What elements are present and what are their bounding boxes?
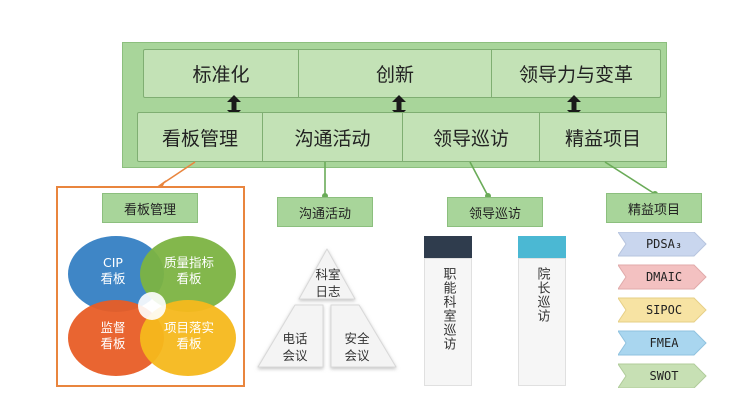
lean-tool-fmea: FMEA bbox=[649, 336, 679, 350]
lean-chevrons bbox=[618, 232, 707, 388]
kanban-title: 看板管理 bbox=[102, 193, 198, 223]
petal-supervision-label: 监督 看板 bbox=[70, 300, 156, 372]
lean-tool-pdsa: PDSA₃ bbox=[645, 237, 683, 251]
kanban-connector bbox=[161, 161, 196, 185]
cell-comms: 沟通活动 bbox=[263, 113, 403, 161]
comms-item-phone: 电话 会议 bbox=[278, 330, 312, 364]
patrol-label-functional: 职能科室巡访 bbox=[440, 267, 456, 351]
patrol-bar-cap bbox=[518, 236, 566, 258]
cell-patrol: 领导巡访 bbox=[403, 113, 540, 161]
comms-item-safety: 安全 会议 bbox=[340, 330, 374, 364]
cell-lean: 精益项目 bbox=[564, 127, 641, 150]
patrol-title: 领导巡访 bbox=[447, 197, 543, 227]
petal-text: 项目落实 看板 bbox=[163, 320, 214, 351]
tri-left bbox=[257, 304, 324, 368]
tri-top bbox=[298, 248, 356, 300]
lean-title: 精益项目 bbox=[606, 193, 702, 223]
cell-leadership-change: 领导力与变革 bbox=[518, 64, 633, 86]
comms-triangle bbox=[257, 248, 397, 368]
patrol-bar-president: 院长巡访 bbox=[518, 258, 566, 386]
cell-kanban: 看板管理 bbox=[138, 113, 263, 161]
chevron-sipoc bbox=[618, 297, 707, 323]
petal-text: 质量指标 看板 bbox=[163, 255, 214, 286]
chevron-dmaic bbox=[618, 264, 707, 290]
patrol-bar-cap bbox=[424, 236, 472, 258]
tri-right bbox=[330, 304, 397, 368]
kanban-petals bbox=[68, 236, 236, 376]
comms-text: 安全 会议 bbox=[344, 331, 370, 363]
double-arrow-icon bbox=[227, 95, 241, 117]
petal-quality-label: 质量指标 看板 bbox=[146, 235, 232, 307]
lean-tool-sipoc: SIPOC bbox=[645, 303, 683, 317]
petal-implementation-label: 项目落实 看板 bbox=[146, 300, 232, 372]
comms-text: 科室 日志 bbox=[315, 267, 341, 299]
petal-cip bbox=[68, 236, 164, 312]
lean-tool-dmaic: DMAIC bbox=[645, 270, 683, 284]
double-arrow-icon bbox=[567, 95, 581, 117]
petal-quality bbox=[140, 236, 236, 312]
petal-text: 监督 看板 bbox=[100, 320, 126, 351]
chevron-fmea bbox=[618, 330, 707, 356]
chevron-swot bbox=[618, 363, 707, 388]
petal-text: CIP 看板 bbox=[100, 255, 126, 286]
petal-implementation bbox=[140, 300, 236, 376]
comms-title: 沟通活动 bbox=[277, 197, 373, 227]
framework-top-row: 标准化 创新 领导力与变革 bbox=[143, 49, 661, 98]
comms-item-log: 科室 日志 bbox=[313, 266, 343, 300]
framework-bottom-row: 看板管理 沟通活动 领导巡访 精益项目 bbox=[137, 112, 667, 162]
patrol-label-president: 院长巡访 bbox=[534, 267, 550, 323]
petal-cip-label: CIP 看板 bbox=[70, 235, 156, 307]
lean-connector bbox=[604, 161, 656, 195]
lean-tool-swot: SWOT bbox=[649, 369, 679, 383]
petal-supervision bbox=[68, 300, 164, 376]
double-arrow-icon bbox=[392, 95, 406, 117]
patrol-connector bbox=[469, 161, 489, 197]
cell-innovation: 创新 bbox=[299, 50, 492, 97]
patrol-bar-functional: 职能科室巡访 bbox=[424, 258, 472, 386]
cell-standardization: 标准化 bbox=[144, 50, 299, 97]
comms-text: 电话 会议 bbox=[282, 331, 308, 363]
chevron-pdsa bbox=[618, 232, 707, 257]
